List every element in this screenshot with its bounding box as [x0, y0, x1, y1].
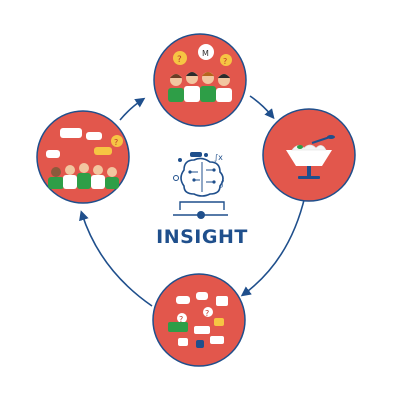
arrow-left-to-top	[119, 97, 146, 121]
brain-network-icon: ∫x ƒ	[173, 152, 228, 219]
node-top: ? M ?	[153, 33, 247, 127]
node-right	[262, 108, 356, 202]
svg-text:?: ?	[205, 309, 209, 318]
node-bottom: ? ?	[152, 273, 246, 367]
insight-title: INSIGHT	[156, 226, 248, 248]
arrow-top-to-right	[249, 95, 275, 120]
feedback-messages-icon: ? ?	[168, 292, 228, 348]
node-left: ?	[36, 110, 130, 204]
svg-text:∫x: ∫x	[214, 153, 223, 162]
crowd-discussion-icon: ?	[46, 128, 123, 189]
group-with-question-bubbles-icon: ? M ?	[168, 44, 232, 102]
svg-text:?: ?	[179, 315, 183, 324]
svg-text:?: ?	[177, 55, 182, 65]
arrow-right-to-bottom	[240, 195, 306, 297]
arrow-bottom-to-left	[79, 210, 153, 307]
svg-text:?: ?	[114, 138, 118, 147]
svg-text:?: ?	[223, 57, 227, 66]
funnel-filter-icon	[286, 135, 335, 179]
svg-text:M: M	[202, 49, 209, 58]
